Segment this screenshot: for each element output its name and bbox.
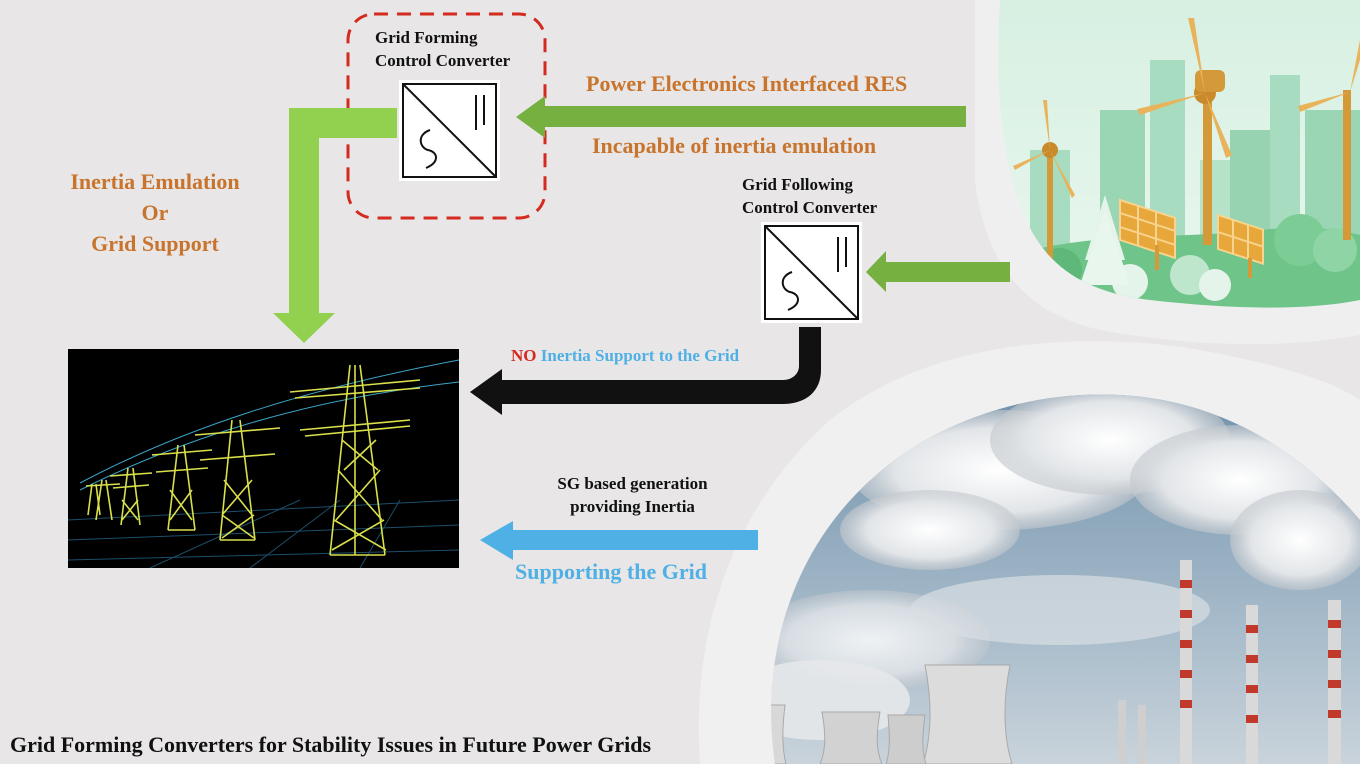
grid-forming-label-line1: Grid Forming bbox=[375, 28, 478, 47]
diagram-title: Grid Forming Converters for Stability Is… bbox=[10, 732, 652, 757]
grid-forming-label-line2: Control Converter bbox=[375, 51, 511, 70]
inertia-emulation-label: Inertia Emulation Or Grid Support bbox=[40, 166, 270, 259]
wind-solar-illustration bbox=[998, 0, 1360, 308]
no-inertia-label-no: NO bbox=[511, 346, 537, 365]
grid-following-label-line1: Grid Following bbox=[742, 175, 853, 194]
sg-generation-line1: SG based generation bbox=[557, 474, 708, 493]
incapable-label: Incapable of inertia emulation bbox=[592, 133, 877, 158]
sg-generation-line2: providing Inertia bbox=[570, 497, 695, 516]
converter-symbol-icon bbox=[399, 80, 500, 181]
grid-forming-label: Grid Forming Control Converter bbox=[375, 26, 510, 72]
inertia-emulation-line3: Grid Support bbox=[91, 231, 219, 256]
no-inertia-arrow bbox=[470, 327, 821, 415]
inertia-emulation-line2: Or bbox=[141, 200, 169, 225]
converter-symbol-icon bbox=[761, 222, 862, 323]
no-inertia-label-rest: Inertia Support to the Grid bbox=[540, 346, 740, 365]
supporting-grid-label: Supporting the Grid bbox=[515, 559, 707, 584]
res-to-grid-forming-arrow bbox=[516, 96, 966, 138]
inertia-emulation-line1: Inertia Emulation bbox=[70, 169, 240, 194]
transmission-towers-illustration bbox=[68, 349, 459, 568]
grid-following-label-line2: Control Converter bbox=[742, 198, 878, 217]
inertia-emulation-arrow bbox=[273, 108, 397, 343]
no-inertia-label: NO Inertia Support to the Grid bbox=[511, 346, 739, 366]
supporting-grid-arrow bbox=[480, 521, 758, 560]
grid-following-label: Grid Following Control Converter bbox=[742, 173, 877, 219]
sg-generation-label: SG based generation providing Inertia bbox=[530, 472, 735, 518]
res-to-grid-following-arrow bbox=[866, 251, 1010, 292]
res-label: Power Electronics Interfaced RES bbox=[586, 71, 908, 96]
